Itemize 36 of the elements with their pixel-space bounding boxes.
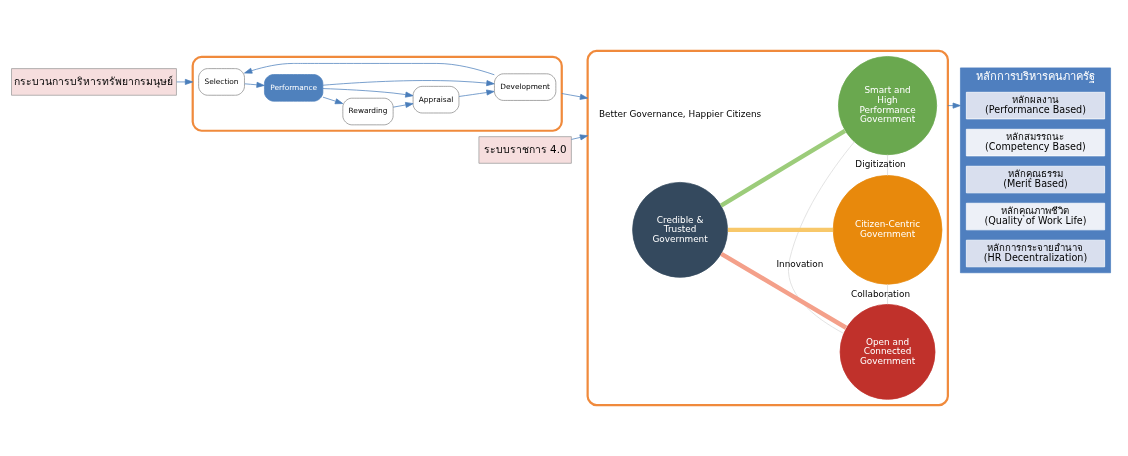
arrow xyxy=(176,78,194,85)
node-circle: Citizen-Centric Government xyxy=(832,175,943,285)
connector xyxy=(720,251,848,330)
node-box: หลักคุณธรรม (Merit Based) xyxy=(966,165,1105,194)
node-box: ระบบราชการ 4.0 xyxy=(478,136,572,164)
arrow xyxy=(561,93,588,100)
arrow xyxy=(322,80,495,87)
connector xyxy=(719,128,847,208)
node-box: Performance xyxy=(264,74,324,102)
arrow xyxy=(458,89,495,97)
arrow xyxy=(244,81,265,88)
node-box: หลักสมรรถนะ (Competency Based) xyxy=(966,128,1105,157)
connector xyxy=(788,141,855,334)
arrow xyxy=(571,134,588,141)
connector xyxy=(727,227,834,233)
cluster xyxy=(191,55,563,132)
cluster xyxy=(586,49,949,407)
node-circle: Smart and High Performance Government xyxy=(838,56,938,156)
arrow xyxy=(322,96,344,105)
node-box: Development xyxy=(494,73,557,101)
node-text: Better Governance, Happier Citizens xyxy=(599,108,762,119)
arrow xyxy=(392,102,414,108)
arrow xyxy=(322,88,414,98)
node-box: Rewarding xyxy=(342,97,394,126)
arrow xyxy=(244,63,495,76)
node-box: หลักผลงาน (Performance Based) xyxy=(966,91,1105,120)
node-box: Appraisal xyxy=(412,86,460,114)
node-box: หลักการกระจายอำนาจ (HR Decentralization) xyxy=(966,239,1105,268)
node-circle: Credible & Trusted Government xyxy=(632,182,728,278)
node-box: Selection xyxy=(198,68,245,96)
edge-label: Innovation xyxy=(776,258,824,269)
edge-label: Digitization xyxy=(855,159,906,170)
node-circle: Open and Connected Government xyxy=(839,304,936,400)
node-box: กระบวนการบริหารทรัพยากรมนุษย์ xyxy=(11,68,177,96)
node-box: หลักคุณภาพชีวิต (Quality of Work Life) xyxy=(966,202,1105,231)
edge-label: Collaboration xyxy=(851,288,911,299)
